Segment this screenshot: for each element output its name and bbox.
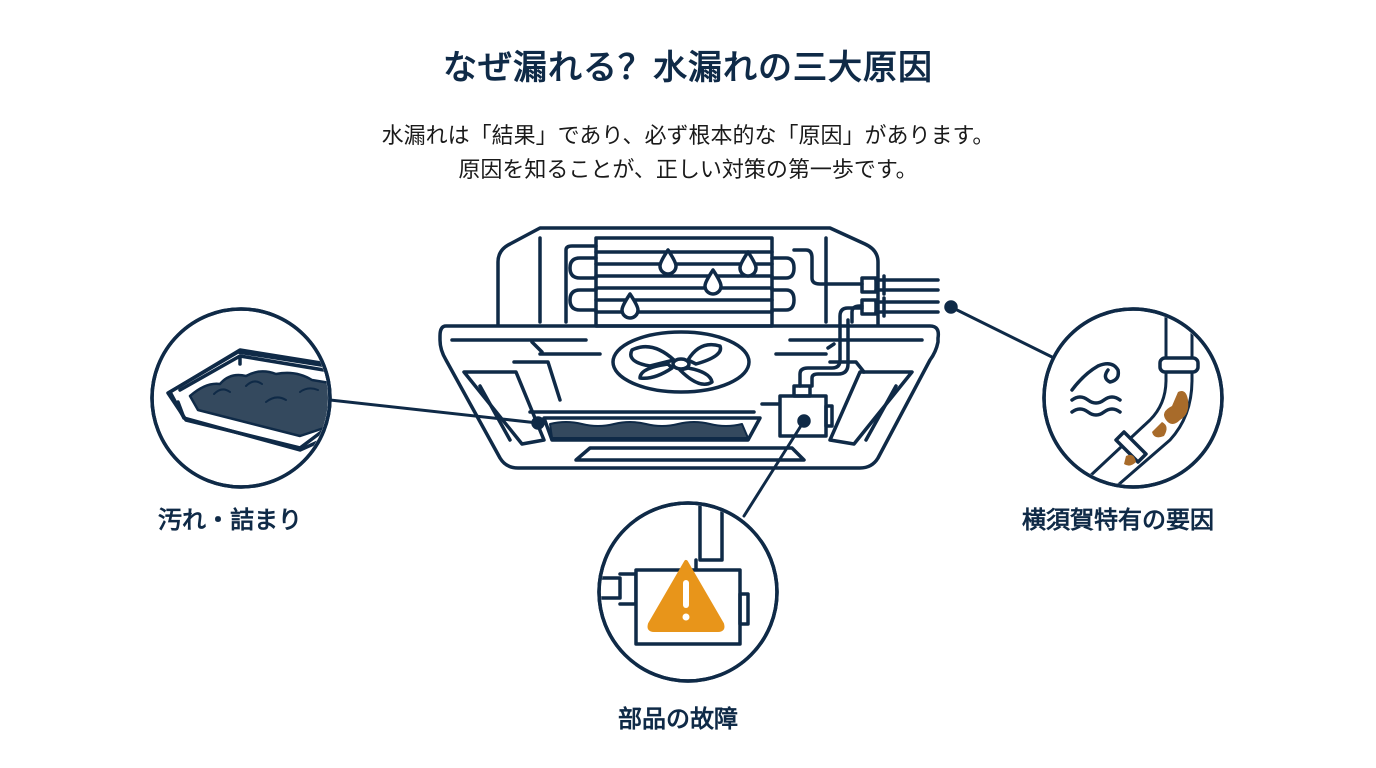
- cause-label-yokosuka-factors: 横須賀特有の要因: [1022, 506, 1214, 534]
- ac-upper-housing: [496, 226, 880, 327]
- drain-pan: [528, 410, 762, 442]
- leader-line-parts: [742, 419, 806, 518]
- heat-exchanger-coil-icon: [564, 236, 796, 328]
- cause-label-part-failure: 部品の故障: [618, 705, 738, 733]
- subtitle: 水漏れは「結果」であり、必ず根本的な「原因」があります。 原因を知ることが、正し…: [0, 120, 1376, 188]
- drain-water: [549, 421, 749, 439]
- leader-line-yokosuka: [949, 305, 1054, 359]
- drain-pump-warning-icon: [597, 501, 779, 683]
- subtitle-line-2: 原因を知ることが、正しい対策の第一歩です。: [458, 158, 918, 183]
- water-drop-icon: [658, 248, 678, 276]
- clogged-drain-pan-icon: [150, 307, 332, 489]
- leader-line-dirt: [328, 398, 540, 425]
- subtitle-line-1: 水漏れは「結果」であり、必ず根本的な「原因」があります。: [381, 124, 995, 149]
- water-drop-icon: [703, 268, 723, 296]
- page-title: なぜ漏れる？水漏れの三大原因: [443, 48, 933, 88]
- ocean-wave-icon: [1070, 362, 1122, 417]
- dirt-sludge: [188, 370, 328, 438]
- ac-decorative-panel: [438, 324, 941, 470]
- water-drop-icon: [738, 250, 758, 278]
- corroded-pipe: [1088, 311, 1168, 478]
- water-drop-icon: [620, 292, 640, 320]
- salt-air-corroded-pipe-icon: [1042, 307, 1224, 489]
- fan-icon: [611, 330, 751, 394]
- condensation-drop-icons: [620, 248, 758, 320]
- ac-unit-illustration: [438, 226, 958, 470]
- refrigerant-pipes: [792, 248, 940, 324]
- cause-label-dirt-clogging: 汚れ・詰まり: [158, 506, 302, 534]
